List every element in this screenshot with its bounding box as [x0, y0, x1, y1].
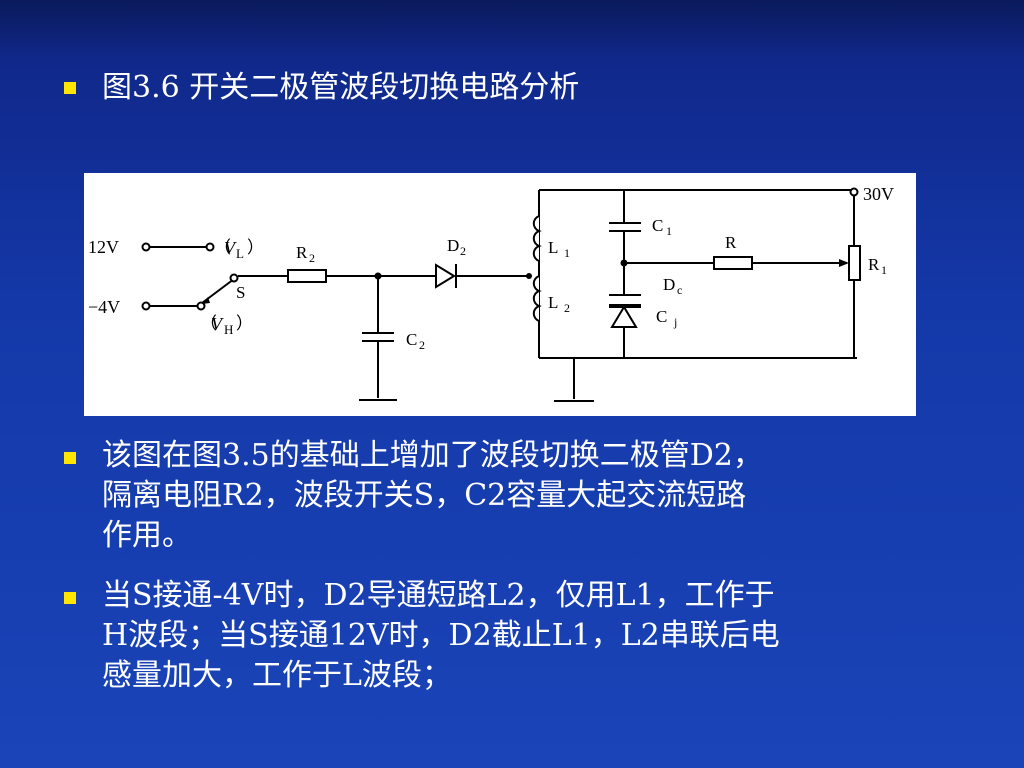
paragraph-text: 当S接通-4V时，D2导通短路L2，仅用L1，工作于 H波段；当S接通12V时，…	[102, 576, 942, 696]
svg-text:C: C	[406, 330, 417, 349]
paragraph-text: 该图在图3.5的基础上增加了波段切换二极管D2， 隔离电阻R2，波段开关S，C2…	[102, 436, 942, 556]
title-row: 图3.6 开关二极管波段切换电路分析	[64, 70, 964, 106]
text-line: 感量加大，工作于L波段；	[102, 658, 452, 693]
svg-text:D: D	[447, 236, 459, 255]
svg-text:L: L	[548, 293, 558, 312]
svg-text:R: R	[725, 233, 737, 252]
switch-contact-neg4v	[196, 301, 206, 311]
svg-text:2: 2	[564, 301, 570, 315]
slide-title: 图3.6 开关二极管波段切换电路分析	[102, 70, 580, 105]
inductor-l1-l2	[532, 215, 542, 322]
switch-contact-12v	[205, 242, 215, 252]
svg-text:R: R	[296, 243, 308, 262]
paragraph-1: 该图在图3.5的基础上增加了波段切换二极管D2， 隔离电阻R2，波段开关S，C2…	[64, 436, 964, 556]
text-line: H波段；当S接通12V时，D2截止L1，L2串联后电	[102, 618, 780, 653]
terminal-neg4v	[141, 301, 151, 311]
varactor-dc	[610, 305, 638, 328]
svg-text:H: H	[224, 322, 233, 337]
svg-text:C: C	[652, 216, 663, 235]
svg-text:1: 1	[881, 263, 887, 277]
svg-text:D: D	[663, 275, 675, 294]
bullet-icon	[64, 452, 76, 464]
svg-text:）: ）	[236, 314, 253, 333]
text-line: 该图在图3.5的基础上增加了波段切换二极管D2，	[102, 438, 763, 473]
svg-text:L: L	[548, 238, 558, 257]
svg-text:2: 2	[460, 244, 466, 258]
potentiometer-r1	[848, 245, 861, 281]
svg-text:V: V	[224, 238, 237, 258]
label-12v: 12V	[88, 237, 119, 257]
text-line: 当S接通-4V时，D2导通短路L2，仅用L1，工作于	[102, 578, 775, 613]
svg-text:c: c	[677, 283, 682, 297]
svg-text:30V: 30V	[863, 184, 894, 204]
bullet-icon	[64, 592, 76, 604]
bullet-icon	[64, 82, 76, 94]
svg-text:1: 1	[666, 224, 672, 238]
text-line: 隔离电阻R2，波段开关S，C2容量大起交流短路	[102, 478, 747, 513]
label-s: S	[236, 283, 245, 302]
svg-text:2: 2	[309, 251, 315, 265]
terminal-12v	[141, 242, 151, 252]
terminal-30v	[849, 187, 859, 197]
text-line: 作用。	[102, 518, 192, 553]
svg-text:R: R	[868, 255, 880, 274]
svg-text:V: V	[211, 314, 224, 334]
resistor-r2	[287, 269, 327, 283]
svg-text:（: （	[214, 238, 231, 257]
circuit-diagram: 12V （ V L ） −4V （ V H ） S R 2 C	[84, 173, 916, 416]
paragraph-2: 当S接通-4V时，D2导通短路L2，仅用L1，工作于 H波段；当S接通12V时，…	[64, 576, 964, 696]
svg-text:）: ）	[247, 238, 264, 257]
svg-text:（: （	[200, 314, 217, 333]
diode-d2	[435, 263, 456, 289]
resistor-r	[713, 256, 753, 270]
svg-text:j: j	[673, 315, 677, 329]
svg-text:L: L	[236, 246, 244, 261]
svg-text:2: 2	[419, 338, 425, 352]
svg-text:C: C	[656, 307, 667, 326]
label-neg4v: −4V	[88, 297, 120, 317]
svg-text:1: 1	[564, 246, 570, 260]
